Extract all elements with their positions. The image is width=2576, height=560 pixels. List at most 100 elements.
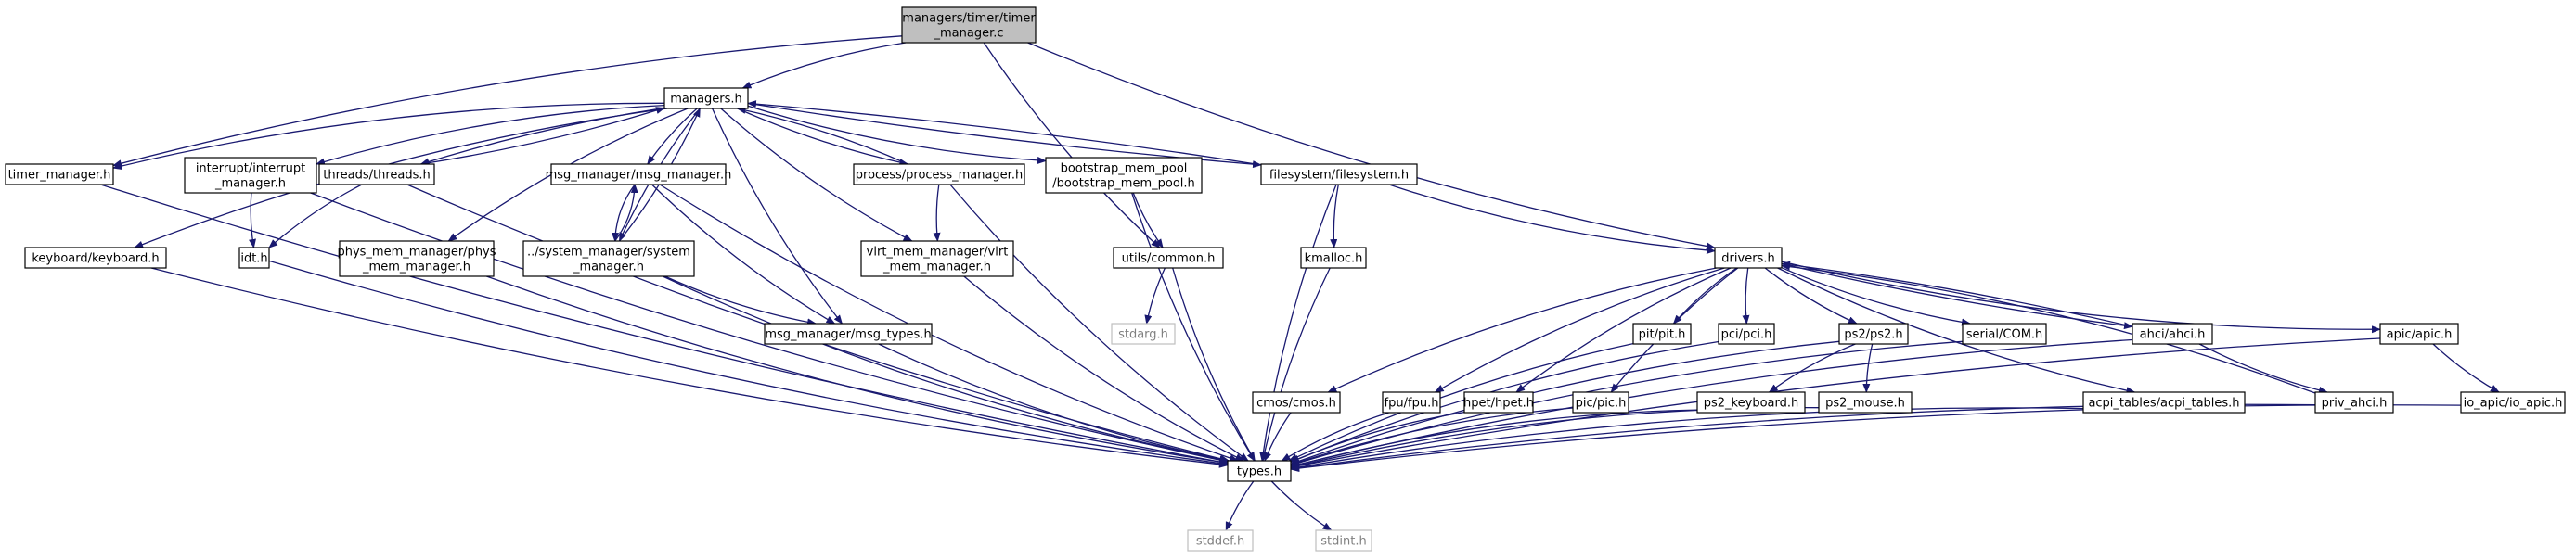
- node-label: idt.h: [240, 252, 267, 266]
- node-hpet-h[interactable]: hpet/hpet.h: [1463, 391, 1534, 414]
- node-stdarg-h: stdarg.h: [1111, 323, 1176, 345]
- node-types-h[interactable]: types.h: [1227, 460, 1292, 482]
- node-label: _manager.h: [214, 177, 286, 191]
- edge-timer-manager-c-to-utils-common-h: [983, 42, 1161, 248]
- edge-idt-h-to-types-h: [268, 260, 1229, 467]
- edge-system-manager-h-to-msg-manager-h: [614, 184, 638, 242]
- node-box: [1045, 157, 1203, 194]
- node-label: _mem_manager.h: [362, 261, 470, 274]
- node-managers-h[interactable]: managers.h: [663, 87, 749, 109]
- edge-managers-h-to-virt-mem-manager-h: [720, 108, 913, 242]
- node-box: [1382, 391, 1441, 414]
- edge-drivers-h-to-ahci-h: [1781, 262, 2133, 330]
- node-box: [1227, 460, 1292, 482]
- node-utils-common-h[interactable]: utils/common.h: [1113, 247, 1224, 269]
- node-msg-types-h[interactable]: msg_manager/msg_types.h: [764, 323, 933, 345]
- node-pci-h[interactable]: pci/pci.h: [1718, 323, 1775, 345]
- edge-drivers-h-to-acpi-tables-h: [1777, 267, 2136, 394]
- edge-managers-h-to-filesystem-h: [747, 102, 1262, 169]
- node-threads-h[interactable]: threads/threads.h: [318, 163, 435, 185]
- node-pic-h[interactable]: pic/pic.h: [1572, 391, 1629, 414]
- node-box: [1260, 163, 1418, 185]
- node-box: [1187, 529, 1254, 552]
- node-box: [318, 163, 435, 185]
- node-box: [1696, 391, 1806, 414]
- node-process-manager-h[interactable]: process/process_manager.h: [853, 163, 1025, 185]
- node-ahci-h[interactable]: ahci/ahci.h: [2132, 323, 2213, 345]
- node-label: apic/apic.h: [2387, 328, 2453, 342]
- node-label: ahci/ahci.h: [2140, 328, 2206, 342]
- node-filesystem-h[interactable]: filesystem/filesystem.h: [1260, 163, 1418, 185]
- node-label: priv_ahci.h: [2322, 397, 2388, 411]
- node-label: types.h: [1237, 465, 1282, 479]
- edge-priv-ahci-h-to-drivers-h: [1781, 262, 2316, 394]
- node-virt-mem-manager-h[interactable]: virt_mem_manager/virt_mem_manager.h: [860, 240, 1014, 277]
- node-label: drivers.h: [1721, 252, 1774, 266]
- node-cmos-h[interactable]: cmos/cmos.h: [1252, 391, 1341, 414]
- node-keyboard-h[interactable]: keyboard/keyboard.h: [24, 247, 167, 269]
- node-pit-h[interactable]: pit/pit.h: [1632, 323, 1692, 345]
- edge-managers-h-to-interrupt-manager-h: [316, 104, 665, 166]
- edge-drivers-h-to-pit-h: [1672, 267, 1737, 325]
- edge-threads-h-to-idt-h: [268, 184, 363, 248]
- node-label: _mem_manager.h: [882, 261, 991, 274]
- edge-keyboard-h-to-types-h: [150, 267, 1229, 468]
- node-ps2-keyboard-h[interactable]: ps2_keyboard.h: [1696, 391, 1806, 414]
- node-label: pit/pit.h: [1639, 328, 1686, 342]
- edge-managers-h-to-bootstrap-mem-pool-h: [747, 105, 1047, 164]
- node-com-h[interactable]: serial/COM.h: [1962, 323, 2047, 345]
- node-box: [1818, 391, 1913, 414]
- node-box: [1252, 391, 1341, 414]
- node-msg-manager-h[interactable]: msg_manager/msg_manager.h: [546, 163, 732, 185]
- node-interrupt-manager-h[interactable]: interrupt/interrupt_manager.h: [184, 157, 317, 194]
- node-label: acpi_tables/acpi_tables.h: [2088, 397, 2239, 411]
- node-kmalloc-h[interactable]: kmalloc.h: [1300, 247, 1367, 269]
- node-box: [2082, 391, 2246, 414]
- edge-managers-h-to-timer-manager-h: [112, 102, 665, 170]
- node-box: [1962, 323, 2047, 345]
- node-ps2-mouse-h[interactable]: ps2_mouse.h: [1818, 391, 1913, 414]
- node-box: [550, 163, 727, 185]
- node-timer-manager-h[interactable]: timer_manager.h: [5, 163, 114, 185]
- edge-ps2-keyboard-h-to-types-h: [1290, 409, 1698, 468]
- node-phys-mem-manager-h[interactable]: phys_mem_manager/phys_mem_manager.h: [337, 240, 496, 277]
- node-timer-manager-c[interactable]: managers/timer/timer_manager.c: [901, 6, 1037, 44]
- edge-apic-h-to-types-h: [1290, 337, 2381, 470]
- node-label: fpu/fpu.h: [1385, 397, 1439, 411]
- node-fpu-h[interactable]: fpu/fpu.h: [1382, 391, 1441, 414]
- node-label: _manager.c: [933, 27, 1003, 41]
- node-apic-h[interactable]: apic/apic.h: [2379, 323, 2459, 345]
- node-bootstrap-mem-pool-h[interactable]: bootstrap_mem_pool/bootstrap_mem_pool.h: [1045, 157, 1203, 194]
- edge-managers-h-to-msg-manager-h: [647, 108, 698, 165]
- edges-layer: [100, 35, 2500, 531]
- node-acpi-tables-h[interactable]: acpi_tables/acpi_tables.h: [2082, 391, 2246, 414]
- node-box: [1572, 391, 1629, 414]
- node-label: process/process_manager.h: [856, 169, 1023, 183]
- edge-com-h-to-types-h: [1290, 340, 1964, 466]
- edge-filesystem-h-to-managers-h: [747, 100, 1262, 166]
- edge-types-h-to-stddef-h: [1225, 480, 1255, 531]
- node-io-apic-h[interactable]: io_apic/io_apic.h: [2460, 391, 2566, 414]
- node-box: [853, 163, 1025, 185]
- edge-drivers-h-to-cmos-h: [1327, 267, 1717, 393]
- edge-ps2-h-to-ps2-mouse-h: [1862, 343, 1874, 393]
- node-box: [1714, 247, 1783, 269]
- nodes-layer: managers/timer/timer_manager.c managers.h…: [5, 6, 2566, 552]
- node-label: threads/threads.h: [323, 169, 431, 183]
- node-box: [2314, 391, 2394, 414]
- edge-types-h-to-stdint-h: [1270, 480, 1333, 531]
- edge-managers-h-to-process-manager-h: [737, 108, 909, 167]
- node-label: ../system_manager/system: [527, 246, 690, 260]
- node-drivers-h[interactable]: drivers.h: [1714, 247, 1783, 269]
- edge-drivers-h-to-fpu-h: [1434, 267, 1725, 393]
- node-system-manager-h[interactable]: ../system_manager/system_manager.h: [522, 240, 695, 277]
- edge-pic-h-to-types-h: [1290, 407, 1574, 466]
- edge-pit-h-to-types-h: [1288, 342, 1634, 462]
- node-priv-ahci-h[interactable]: priv_ahci.h: [2314, 391, 2394, 414]
- node-ps2-h[interactable]: ps2/ps2.h: [1838, 323, 1909, 345]
- node-box: [2460, 391, 2566, 414]
- edge-managers-h-to-msg-types-h: [712, 108, 844, 325]
- node-idt-h[interactable]: idt.h: [238, 247, 270, 269]
- node-box: [764, 323, 933, 345]
- edge-ps2-h-to-types-h: [1290, 340, 1840, 465]
